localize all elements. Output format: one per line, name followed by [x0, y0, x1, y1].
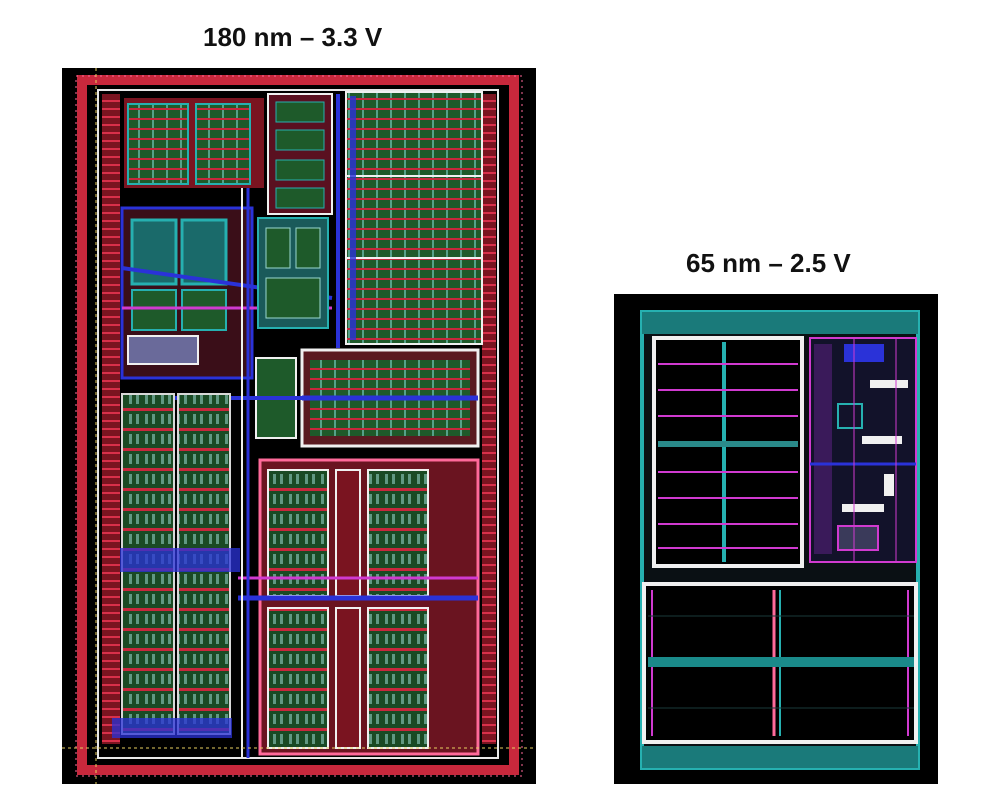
- layout-65nm: [614, 294, 938, 784]
- panel-title-65nm: 65 nm – 2.5 V: [686, 248, 851, 278]
- panel-title-180nm: 180 nm – 3.3 V: [203, 22, 383, 52]
- layout-180nm: [62, 68, 536, 784]
- layout-65nm-drawing: [640, 310, 920, 770]
- layout-180nm-drawing: [62, 68, 536, 784]
